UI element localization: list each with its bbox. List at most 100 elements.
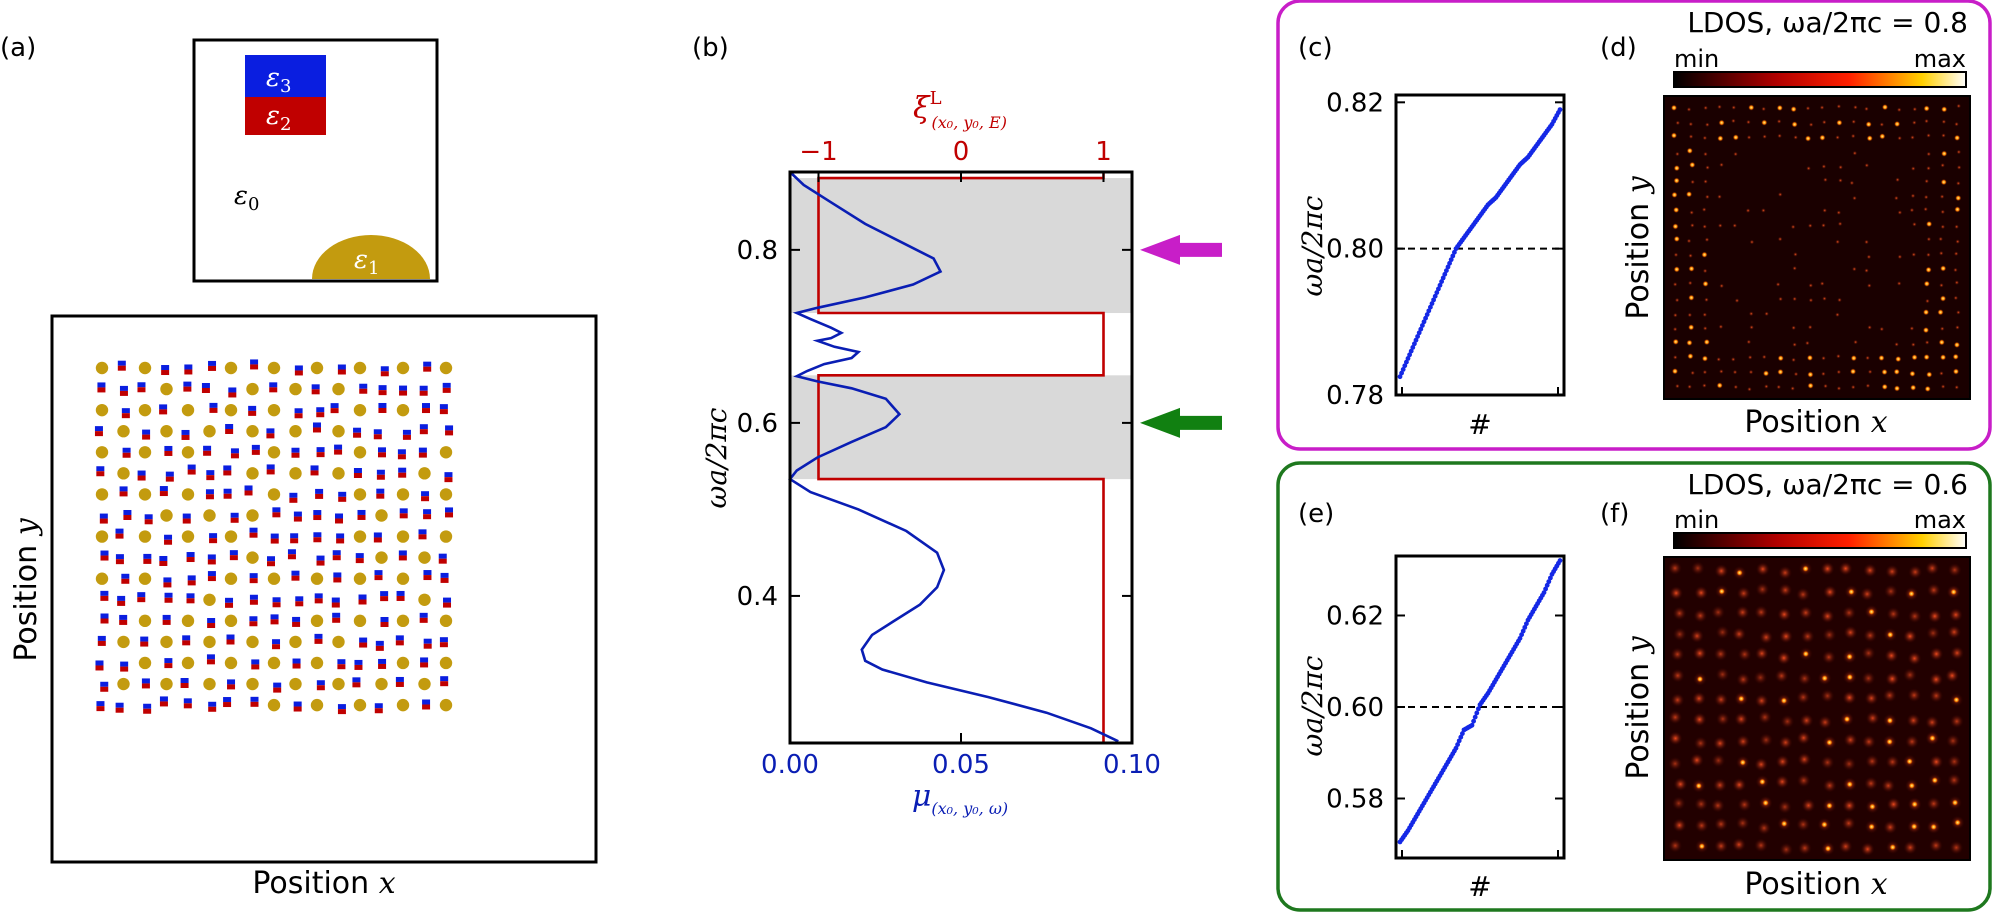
dielectric-disk <box>267 403 281 417</box>
dielectric-bar-top <box>117 595 126 601</box>
ldos-hotspot <box>1822 585 1837 600</box>
dielectric-disk <box>95 488 109 501</box>
panel-f-colorbar <box>1673 532 1967 549</box>
dielectric-bar-bottom <box>96 471 105 477</box>
dielectric-bar-top <box>440 572 449 578</box>
dielectric-disk <box>332 677 345 691</box>
ldos-hotspot <box>1849 368 1857 375</box>
dielectric-bar-bottom <box>161 370 170 376</box>
ldos-hotspot <box>1779 629 1794 644</box>
dielectric-bar-bottom <box>399 390 408 396</box>
ldos-hotspot <box>1923 280 1931 287</box>
dielectric-bar-bottom <box>376 474 385 480</box>
dielectric-bar-bottom <box>316 685 325 691</box>
dielectric-bar-bottom <box>163 582 172 588</box>
ldos-hotspot <box>1939 371 1944 376</box>
dielectric-bar-bottom <box>316 412 325 418</box>
eps3-block <box>245 55 326 97</box>
dielectric-bar-bottom <box>313 515 322 521</box>
ldos-hotspot <box>1954 384 1960 390</box>
dielectric-bar-top <box>203 445 212 451</box>
dielectric-bar-top <box>355 553 364 559</box>
dielectric-bar-top <box>143 703 152 709</box>
dielectric-bar-top <box>161 365 170 371</box>
ldos-hotspot <box>1838 839 1853 854</box>
ldos-hotspot <box>1903 629 1918 644</box>
ldos-hotspot <box>1777 799 1792 814</box>
panel-c-y-ticks: 0.780.800.82 <box>1326 88 1564 411</box>
panel-b-label: (b) <box>692 33 729 63</box>
ldos-hotspot <box>1912 221 1917 227</box>
dielectric-disk <box>181 403 195 417</box>
ldos-hotspot <box>1735 816 1750 831</box>
x-top-tick-label: −1 <box>799 137 837 167</box>
ldos-hotspot <box>1881 383 1888 391</box>
ldos-hotspot <box>1821 119 1827 125</box>
dielectric-disk <box>353 403 367 417</box>
ldos-hotspot <box>1791 121 1798 128</box>
dielectric-bar-top <box>251 659 260 665</box>
ldos-hotspot <box>1929 646 1944 661</box>
ldos-hotspot <box>1730 118 1736 124</box>
dielectric-bar-bottom <box>374 575 383 581</box>
ldos-hotspot <box>1940 384 1946 389</box>
ldos-hotspot <box>1672 326 1678 332</box>
eigenfrequency-point <box>1437 282 1443 288</box>
ldos-hotspot <box>1716 356 1722 362</box>
ldos-hotspot <box>1912 106 1918 112</box>
ldos-hotspot <box>1905 734 1920 749</box>
dielectric-bar-bottom <box>314 638 323 644</box>
dielectric-bar-bottom <box>359 388 368 394</box>
ldos-hotspot <box>1763 384 1769 389</box>
dielectric-bar-top <box>422 403 431 409</box>
ldos-hotspot <box>1954 280 1960 285</box>
dielectric-disk <box>246 425 259 438</box>
ldos-hotspot <box>1670 668 1685 683</box>
dielectric-bar-bottom <box>228 392 237 398</box>
ldos-hotspot <box>1821 222 1826 228</box>
dielectric-bar-top <box>316 447 325 453</box>
panel-e-eigenfrequencies <box>1397 558 1563 845</box>
dielectric-bar-bottom <box>439 409 448 415</box>
ldos-hotspot <box>1779 842 1794 857</box>
dielectric-bar-bottom <box>266 469 275 475</box>
dielectric-bar-bottom <box>244 490 253 496</box>
dielectric-bar-top <box>331 597 340 603</box>
dielectric-bar-top <box>423 570 432 576</box>
ldos-hotspot <box>1897 254 1903 260</box>
dielectric-bar-top <box>209 402 218 408</box>
ldos-hotspot <box>1804 340 1810 346</box>
dielectric-bar-top <box>251 444 260 450</box>
dielectric-bar-bottom <box>115 559 124 565</box>
ldos-hotspot <box>1924 178 1930 184</box>
ldos-hotspot <box>1776 650 1791 665</box>
dielectric-bar-bottom <box>207 559 216 565</box>
ldos-hotspot <box>1736 672 1751 687</box>
y-tick-label: 0.62 <box>1326 601 1384 631</box>
ldos-hotspot <box>1807 324 1813 330</box>
ldos-hotspot <box>1849 180 1855 186</box>
dielectric-disk <box>396 361 410 375</box>
dielectric-disk <box>353 488 367 501</box>
dielectric-disk <box>160 509 173 522</box>
dielectric-disk <box>224 361 238 375</box>
dielectric-disk <box>439 361 453 375</box>
dielectric-bar-top <box>357 509 366 515</box>
dielectric-disk <box>418 551 431 564</box>
dielectric-bar-top <box>294 365 303 371</box>
ldos-hotspot <box>1746 339 1752 345</box>
ldos-hotspot <box>1820 755 1835 770</box>
dielectric-bar-top <box>272 597 281 603</box>
dielectric-disk <box>138 488 152 501</box>
dielectric-bar-top <box>250 359 259 365</box>
ldos-hotspot <box>1922 326 1930 334</box>
panel-b-bottom-label: μ(x₀, y₀, ω) <box>912 779 1008 818</box>
ldos-hotspot <box>1851 119 1857 125</box>
eigenfrequency-point <box>1519 632 1524 638</box>
dielectric-bar-top <box>358 594 367 600</box>
eigenfrequency-point <box>1404 359 1409 365</box>
ldos-hotspot <box>1806 354 1814 362</box>
dielectric-bar-top <box>292 616 301 622</box>
ldos-hotspot <box>1778 735 1793 750</box>
panel-d-ldos-map <box>1664 96 1970 399</box>
